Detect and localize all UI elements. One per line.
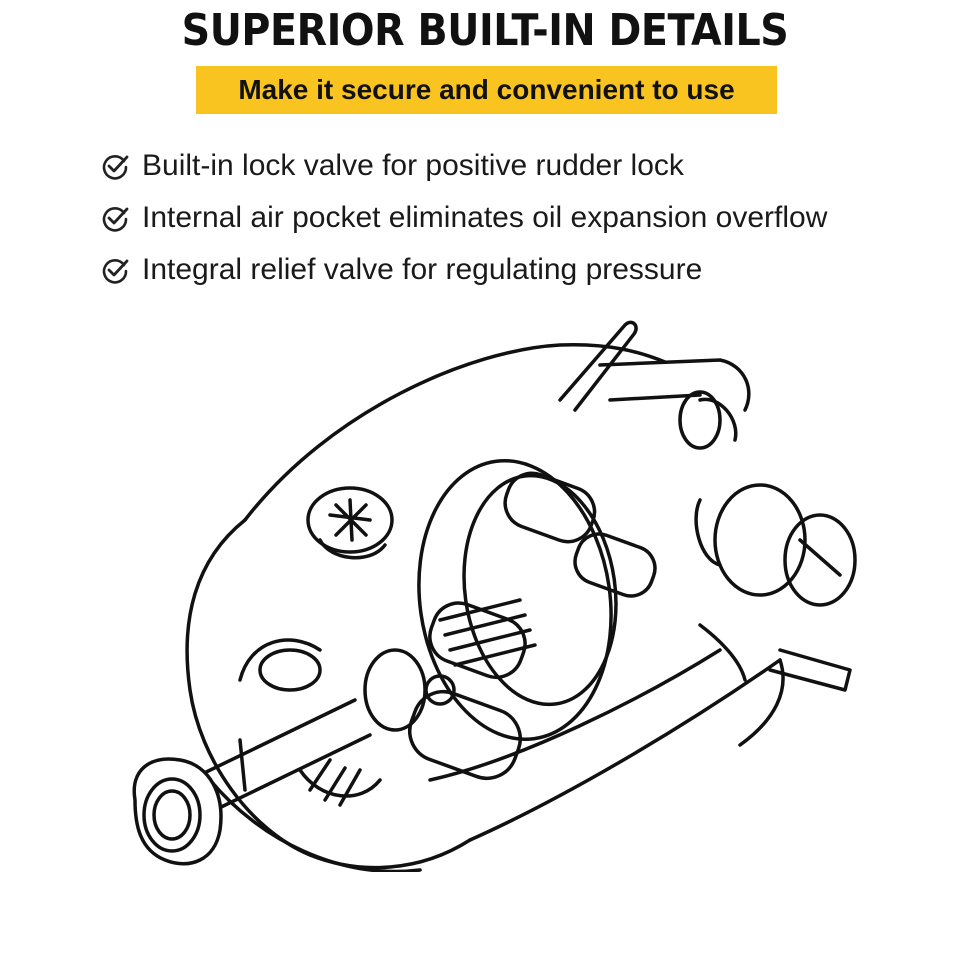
feature-text: Integral relief valve for regulating pre… (142, 253, 703, 286)
subtitle-banner: Make it secure and convenient to use (196, 66, 777, 114)
list-item: Internal air pocket eliminates oil expan… (100, 192, 920, 244)
feature-list: Built-in lock valve for positive rudder … (100, 140, 920, 296)
page-title: SUPERIOR BUILT-IN DETAILS (181, 5, 789, 56)
list-item: Integral relief valve for regulating pre… (100, 244, 920, 296)
hydraulic-helm-pump-cutaway-illustration (132, 320, 857, 872)
check-circle-icon (102, 207, 129, 232)
list-item: Built-in lock valve for positive rudder … (100, 140, 920, 192)
feature-text: Built-in lock valve for positive rudder … (142, 149, 684, 182)
check-circle-icon (102, 259, 129, 284)
check-circle-icon (102, 155, 129, 180)
subtitle-text: Make it secure and convenient to use (238, 74, 735, 105)
feature-text: Internal air pocket eliminates oil expan… (142, 201, 828, 234)
